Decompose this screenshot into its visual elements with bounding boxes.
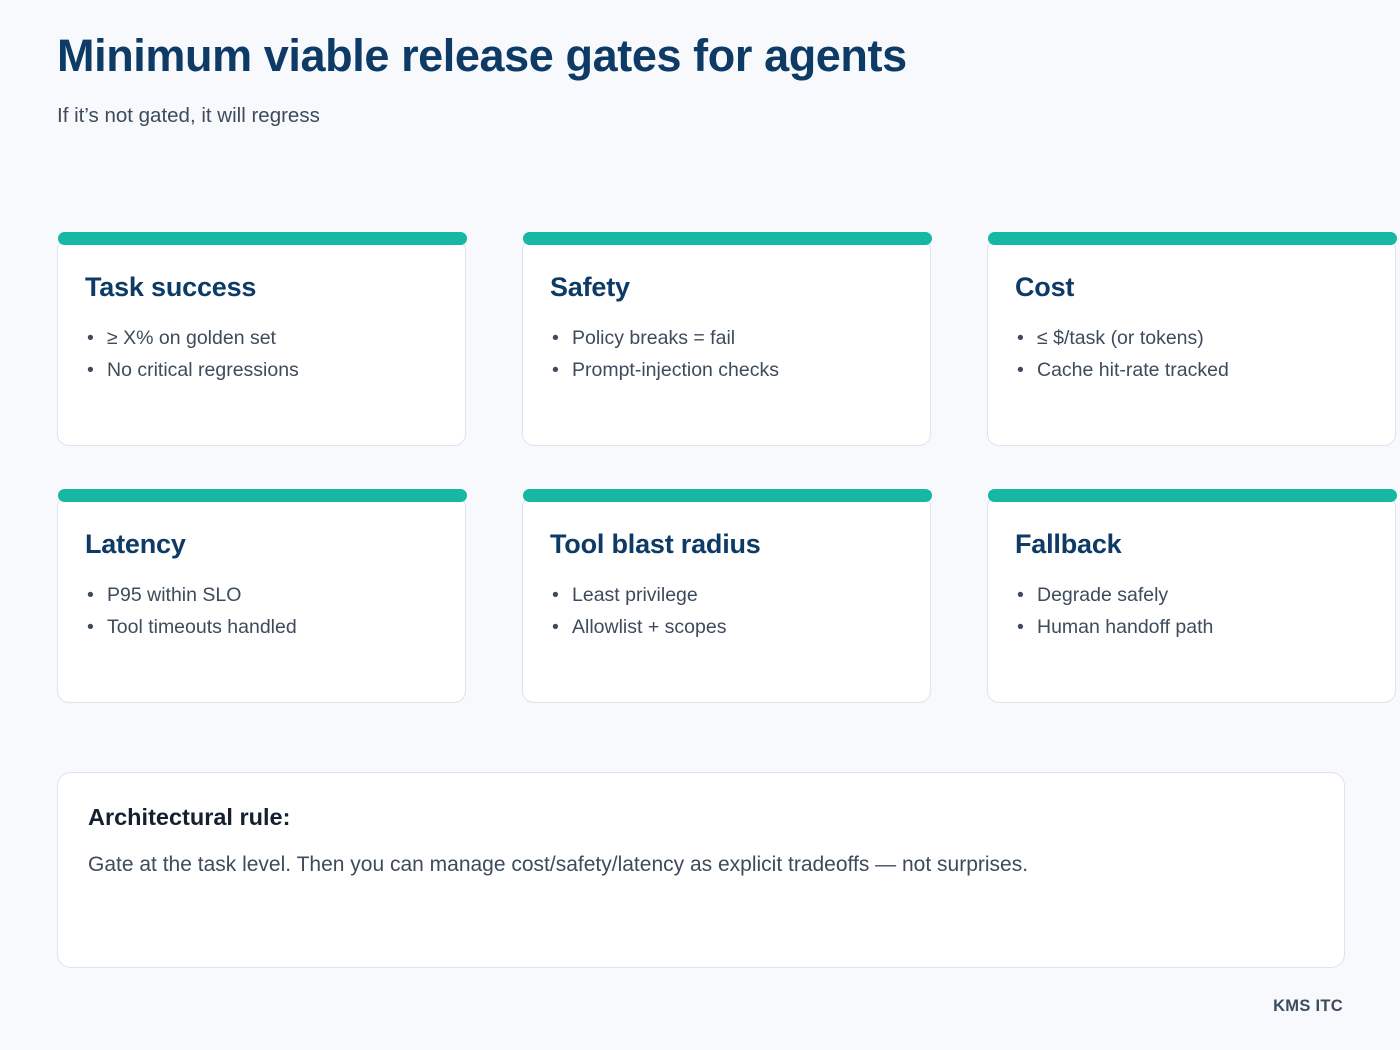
card-accent-bar [523, 232, 932, 245]
list-item: ≥ X% on golden set [85, 322, 439, 354]
list-item: No critical regressions [85, 354, 439, 386]
card-title: Task success [85, 272, 257, 302]
gate-card-latency: Latency P95 within SLO Tool timeouts han… [57, 489, 467, 703]
footer-brand: KMS ITC [1273, 997, 1343, 1015]
card-title: Latency [85, 529, 186, 559]
card-title: Cost [1015, 272, 1075, 302]
list-item: Cache hit-rate tracked [1015, 354, 1369, 386]
page-subtitle: If it’s not gated, it will regress [57, 103, 320, 127]
gate-card-task-success: Task success ≥ X% on golden set No criti… [57, 232, 467, 446]
card-accent-bar [523, 489, 932, 502]
card-accent-bar [988, 489, 1397, 502]
card-bullet-list: P95 within SLO Tool timeouts handled [85, 560, 439, 644]
page-title: Minimum viable release gates for agents [57, 30, 907, 81]
card-title: Fallback [1015, 529, 1122, 559]
list-item: ≤ $/task (or tokens) [1015, 322, 1369, 354]
card-bullet-list: Degrade safely Human handoff path [1015, 560, 1369, 644]
list-item: Human handoff path [1015, 611, 1369, 643]
architectural-rule-panel: Architectural rule: Gate at the task lev… [57, 772, 1345, 968]
card-title: Tool blast radius [550, 529, 761, 559]
card-bullet-list: ≤ $/task (or tokens) Cache hit-rate trac… [1015, 303, 1369, 387]
list-item: Tool timeouts handled [85, 611, 439, 643]
gate-card-tool-blast-radius: Tool blast radius Least privilege Allowl… [522, 489, 932, 703]
gate-card-grid: Task success ≥ X% on golden set No criti… [57, 232, 1400, 703]
callout-title: Architectural rule: [88, 804, 291, 830]
slide-header: Minimum viable release gates for agents … [57, 30, 1347, 129]
list-item: Prompt-injection checks [550, 354, 904, 386]
card-accent-bar [58, 232, 467, 245]
list-item: Allowlist + scopes [550, 611, 904, 643]
list-item: Least privilege [550, 579, 904, 611]
callout-body: Gate at the task level. Then you can man… [88, 853, 1029, 877]
card-bullet-list: Least privilege Allowlist + scopes [550, 560, 904, 644]
gate-card-safety: Safety Policy breaks = fail Prompt-injec… [522, 232, 932, 446]
card-bullet-list: Policy breaks = fail Prompt-injection ch… [550, 303, 904, 387]
card-accent-bar [58, 489, 467, 502]
card-title: Safety [550, 272, 630, 302]
card-accent-bar [988, 232, 1397, 245]
list-item: P95 within SLO [85, 579, 439, 611]
gate-card-cost: Cost ≤ $/task (or tokens) Cache hit-rate… [987, 232, 1397, 446]
list-item: Degrade safely [1015, 579, 1369, 611]
gate-card-fallback: Fallback Degrade safely Human handoff pa… [987, 489, 1397, 703]
card-bullet-list: ≥ X% on golden set No critical regressio… [85, 303, 439, 387]
list-item: Policy breaks = fail [550, 322, 904, 354]
